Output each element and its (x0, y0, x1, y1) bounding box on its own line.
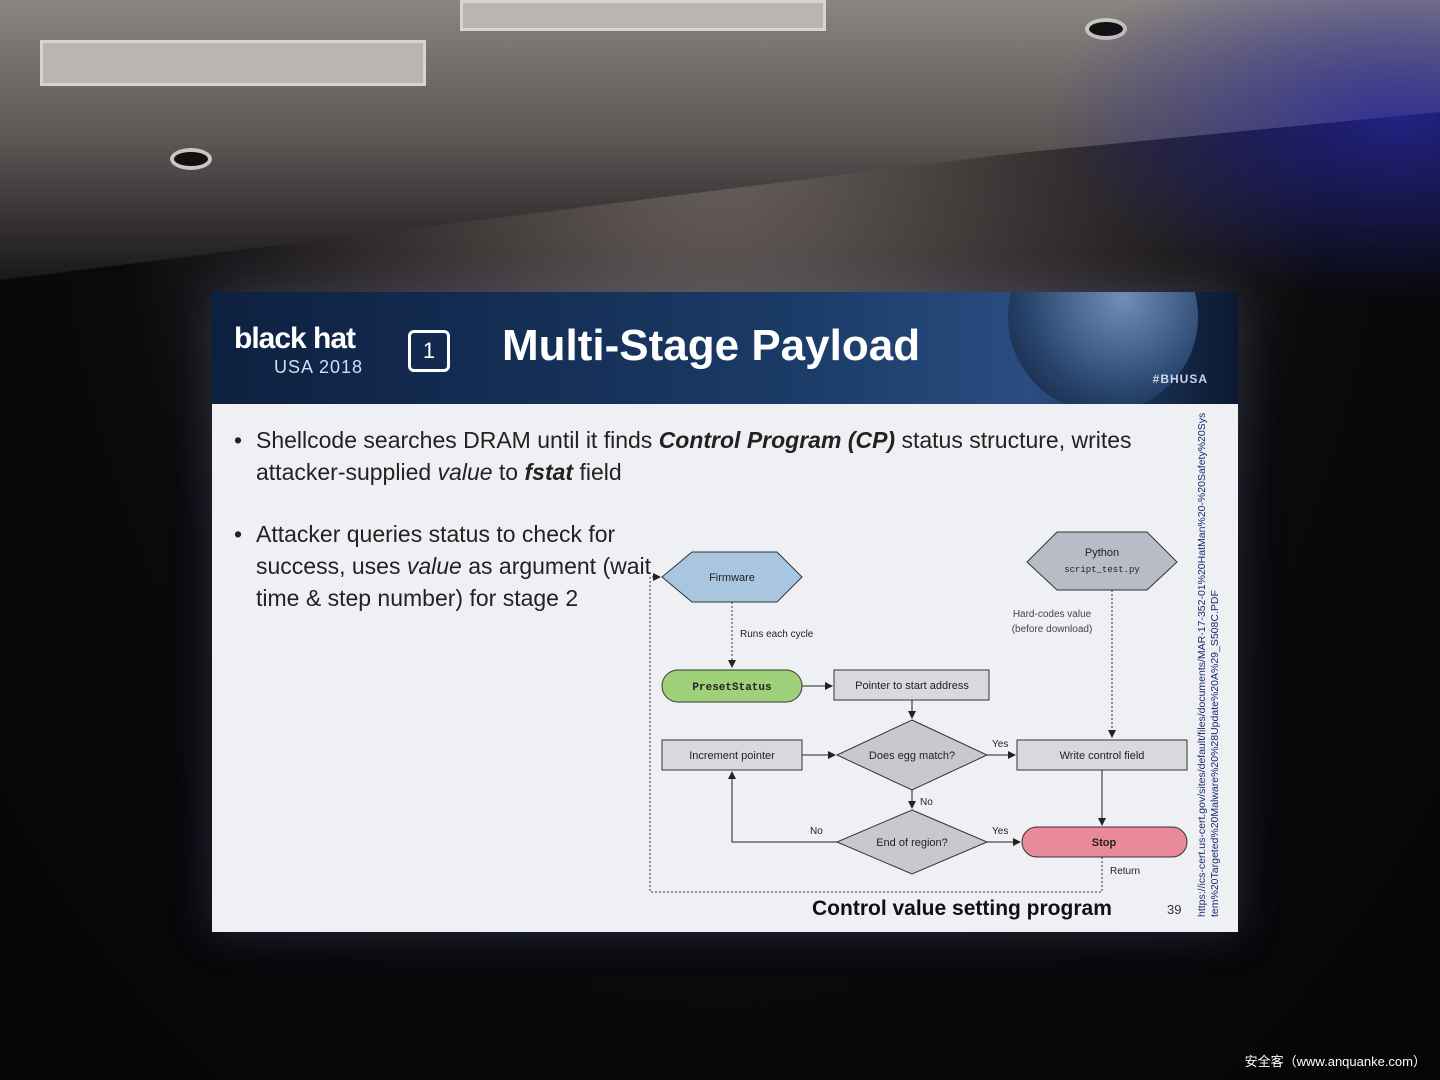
write-control-label: Write control field (1060, 750, 1145, 762)
firmware-node (661, 551, 803, 603)
yes-label: Yes (992, 739, 1008, 750)
bullet-item: Attacker queries status to check for suc… (230, 518, 656, 614)
text-emphasis: Control Program (CP) (658, 427, 896, 453)
python-label: Python (1085, 547, 1119, 559)
no-label: No (920, 797, 933, 808)
section-badge: 1 (408, 330, 450, 372)
hashtag: #BHUSA (1152, 372, 1208, 386)
text-emphasis: value (437, 459, 493, 485)
hard-codes-label: (before download) (1012, 624, 1093, 635)
slide-header: black hat USA 2018 1 Multi-Stage Payload… (212, 292, 1238, 404)
text-emphasis: value (406, 553, 462, 579)
hard-codes-label: Hard-codes value (1013, 609, 1092, 620)
egg-match-label: Does egg match? (869, 750, 955, 762)
logo-brand: black hat (234, 322, 356, 355)
moon-graphic (1008, 292, 1198, 404)
slide-title: Multi-Stage Payload (502, 321, 921, 370)
watermark: 安全客（www.anquanke.com） (1244, 1054, 1426, 1069)
return-label: Return (1110, 866, 1140, 877)
yes-label: Yes (992, 826, 1008, 837)
pointer-start-label: Pointer to start address (855, 680, 969, 692)
text: Attacker queries status to check for suc… (256, 521, 616, 579)
text: as argument (wait time & step number) fo… (256, 553, 652, 611)
script-label: script_test.py (1064, 565, 1140, 575)
preset-status-label: PresetStatus (692, 682, 771, 694)
increment-pointer-node (661, 739, 803, 771)
flowchart: Firmware Python script_test.py Runs each… (649, 531, 1188, 893)
firmware-label: Firmware (709, 572, 755, 584)
text-emphasis: fstat (524, 459, 574, 485)
ceiling-light (170, 148, 212, 170)
runs-each-cycle-label: Runs each cycle (740, 629, 814, 640)
text: to (492, 459, 525, 485)
increment-pointer-label: Increment pointer (689, 750, 775, 762)
text: field (573, 459, 622, 485)
blackhat-logo: black hat USA 2018 (234, 322, 363, 378)
logo-subtitle: USA 2018 (274, 357, 364, 377)
text: Shellcode searches DRAM until it finds (256, 427, 659, 453)
bullet-list: Shellcode searches DRAM until it finds C… (230, 424, 1190, 644)
stage-light-glow (1040, 0, 1440, 300)
ceiling-vent (460, 0, 826, 31)
ceiling-vent (40, 40, 426, 86)
figure-caption: Control value setting program (812, 897, 1112, 920)
no-label: No (810, 826, 823, 837)
page-number: 39 (1167, 902, 1182, 917)
stop-label: Stop (1092, 837, 1117, 849)
python-node (1026, 531, 1178, 591)
end-region-label: End of region? (876, 837, 948, 849)
presentation-slide: black hat USA 2018 1 Multi-Stage Payload… (212, 292, 1238, 932)
write-control-node (1016, 739, 1188, 771)
text: status structure, writes attacker-suppli… (256, 427, 1132, 485)
bullet-item: Shellcode searches DRAM until it finds C… (230, 424, 1190, 488)
source-url: https://ics-cert.us-cert.gov/sites/defau… (1196, 412, 1221, 917)
end-region-decision (835, 809, 989, 875)
stop-node (1021, 826, 1188, 858)
